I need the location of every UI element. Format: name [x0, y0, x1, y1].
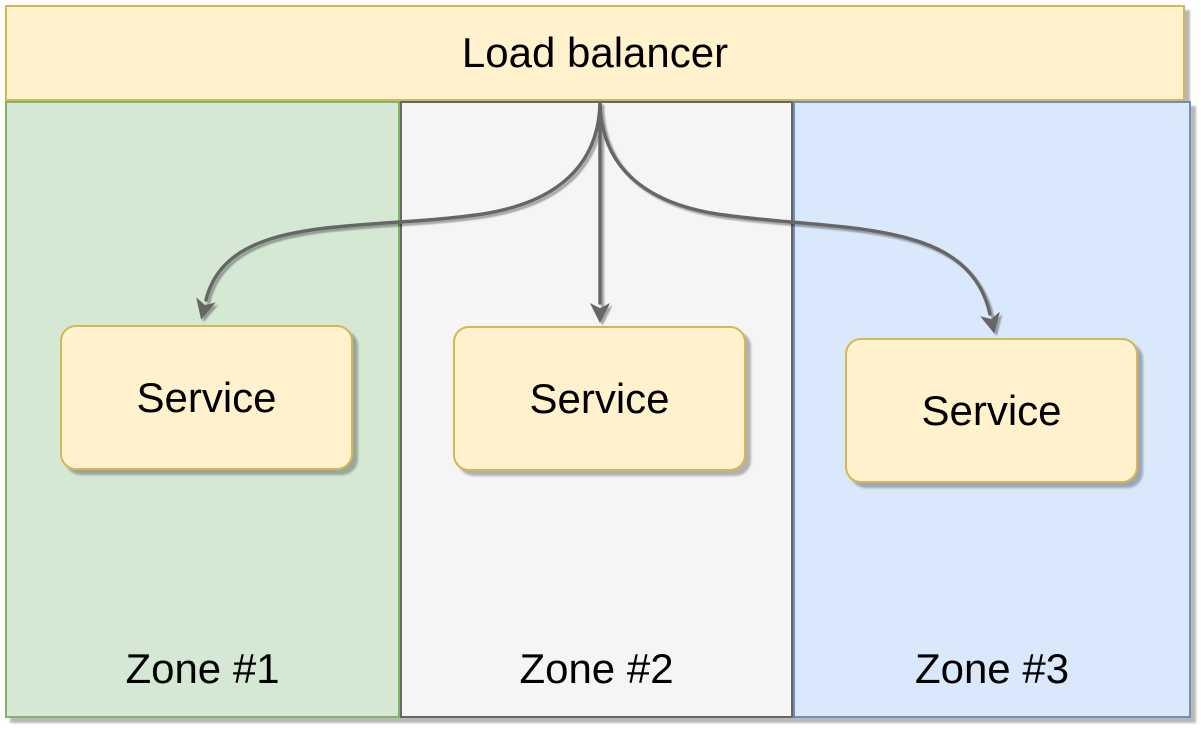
service-label-zone-3: Service — [921, 386, 1062, 434]
zone-3-label: Zone #3 — [914, 644, 1070, 692]
service-node-zone-3: Service — [845, 338, 1138, 483]
load-balancer-label: Load balancer — [461, 29, 729, 76]
service-label-zone-1: Service — [136, 373, 277, 421]
zone-2-container: Service Zone #2 — [400, 101, 793, 718]
service-node-zone-2: Service — [453, 326, 746, 471]
service-node-zone-1: Service — [60, 325, 353, 470]
load-balancer-node: Load balancer — [5, 5, 1185, 101]
zone-2-label: Zone #2 — [519, 644, 674, 692]
zone-3-container: Service Zone #3 — [793, 101, 1191, 718]
zone-1-container: Service Zone #1 — [5, 101, 400, 718]
service-label-zone-2: Service — [529, 374, 670, 422]
zone-1-label: Zone #1 — [125, 644, 280, 692]
